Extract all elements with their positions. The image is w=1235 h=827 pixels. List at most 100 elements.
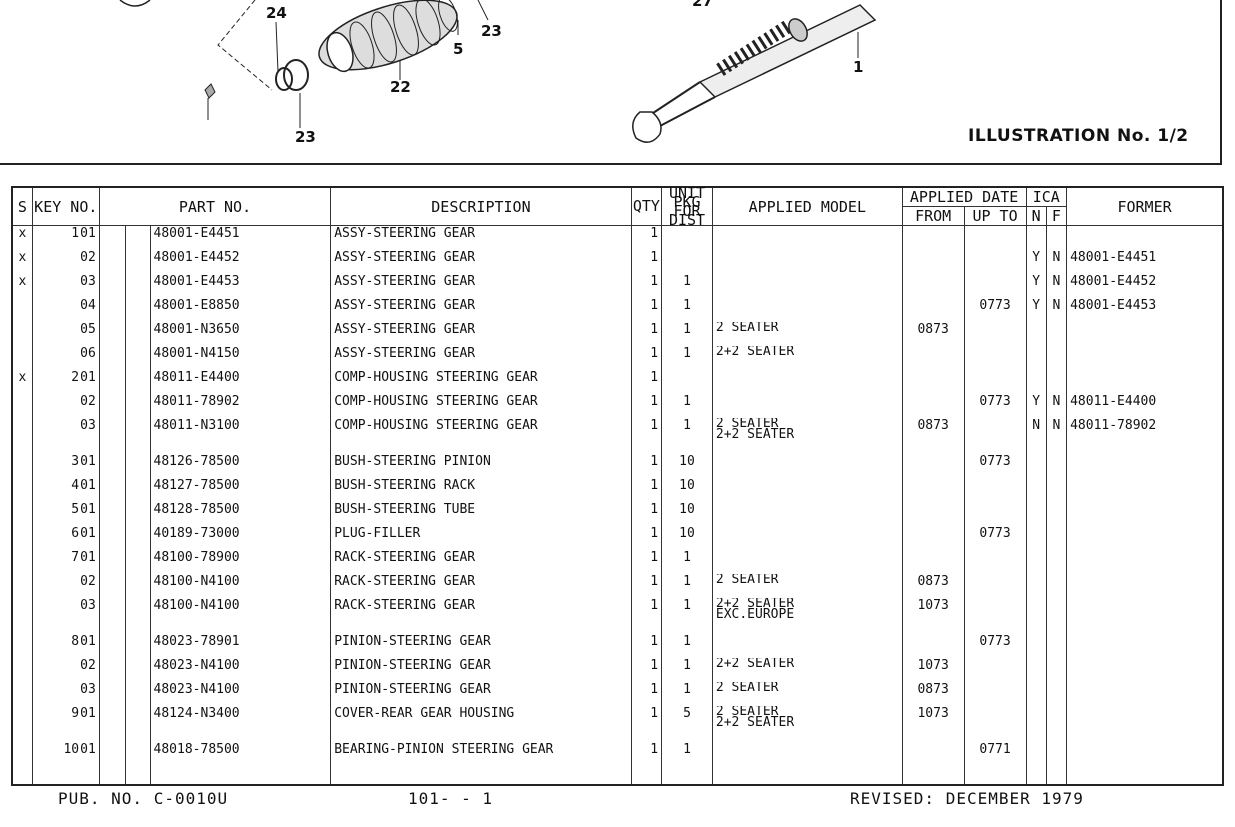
row-former <box>1066 597 1224 634</box>
row-former: 48001-E4452 <box>1066 273 1224 298</box>
header-applied-model: APPLIED MODEL <box>711 186 903 226</box>
row-qty: 1 <box>630 573 663 598</box>
row-from: 0873 <box>901 573 965 598</box>
key-number: 6 <box>71 525 80 541</box>
row-key-no: 501 <box>31 501 100 526</box>
row-indent-a <box>98 549 127 574</box>
row-applied-model <box>711 741 903 766</box>
row-s-flag <box>11 417 33 454</box>
row-from <box>901 273 965 298</box>
filler-cell <box>1045 765 1068 785</box>
row-qty: 1 <box>630 249 663 274</box>
row-indent-a <box>98 501 127 526</box>
row-ica-f: N <box>1045 249 1068 274</box>
row-applied-model <box>711 297 903 322</box>
row-s-flag <box>11 705 33 742</box>
applied-model-line: 2+2 SEATER <box>715 345 795 359</box>
row-former <box>1066 705 1224 742</box>
row-part-no: 48128-78500 <box>149 501 332 526</box>
row-s-flag <box>11 345 33 370</box>
row-former <box>1066 477 1224 502</box>
row-ica-f <box>1045 657 1068 682</box>
row-from <box>901 633 965 658</box>
table-filler-row <box>11 765 1224 785</box>
row-ica-n <box>1025 633 1047 658</box>
key-sub-number: 01 <box>80 633 96 649</box>
row-s-flag: x <box>11 225 33 250</box>
filler-cell <box>963 765 1027 785</box>
row-indent-b <box>125 549 151 574</box>
row-indent-b <box>125 273 151 298</box>
row-indent-a <box>98 345 127 370</box>
key-sub-number: 01 <box>80 705 96 721</box>
rack-drawing <box>632 4 877 143</box>
row-ica-f <box>1045 549 1068 574</box>
row-key-no: 03 <box>31 597 100 634</box>
row-s-flag <box>11 573 33 598</box>
row-description: RACK-STEERING GEAR <box>330 573 632 598</box>
row-up-to <box>963 657 1027 682</box>
row-former <box>1066 345 1224 370</box>
row-ica-f <box>1045 573 1068 598</box>
row-applied-model <box>711 501 903 526</box>
row-former <box>1066 501 1224 526</box>
row-ica-n <box>1025 741 1047 766</box>
key-sub-number: 02 <box>80 573 96 589</box>
row-ica-f <box>1045 477 1068 502</box>
row-applied-model: 2 SEATER <box>711 321 903 346</box>
row-unit-pkg: 1 <box>661 741 713 766</box>
row-ica-f <box>1045 741 1068 766</box>
row-description: RACK-STEERING GEAR <box>330 597 632 634</box>
callout-22: 22 <box>390 78 411 96</box>
row-description: ASSY-STEERING GEAR <box>330 249 632 274</box>
row-ica-n <box>1025 597 1047 634</box>
filler-cell <box>11 765 33 785</box>
filler-cell <box>330 765 632 785</box>
row-part-no: 48001-N4150 <box>149 345 332 370</box>
row-key-no: 601 <box>31 525 100 550</box>
row-indent-b <box>125 681 151 706</box>
row-unit-pkg <box>661 249 713 274</box>
callout-1: 1 <box>853 58 864 76</box>
row-indent-a <box>98 741 127 766</box>
row-key-no: 04 <box>31 297 100 322</box>
row-indent-b <box>125 393 151 418</box>
revised-date: REVISED: DECEMBER 1979 <box>850 789 1084 808</box>
row-s-flag <box>11 657 33 682</box>
row-applied-model <box>711 369 903 394</box>
row-from <box>901 741 965 766</box>
row-part-no: 48126-78500 <box>149 453 332 478</box>
row-s-flag <box>11 549 33 574</box>
row-unit-pkg <box>661 225 713 250</box>
row-indent-b <box>125 657 151 682</box>
row-s-flag <box>11 321 33 346</box>
callout-24: 24 <box>266 4 287 22</box>
key-sub-number: 01 <box>80 525 96 541</box>
row-up-to <box>963 705 1027 742</box>
header-up-to: UP TO <box>963 206 1027 226</box>
row-up-to <box>963 549 1027 574</box>
row-applied-model <box>711 453 903 478</box>
row-former <box>1066 525 1224 550</box>
row-ica-f <box>1045 525 1068 550</box>
row-ica-n <box>1025 369 1047 394</box>
row-applied-model <box>711 225 903 250</box>
applied-model-line: 2+2 SEATER <box>715 597 795 611</box>
row-indent-a <box>98 273 127 298</box>
row-applied-model <box>711 525 903 550</box>
row-unit-pkg: 1 <box>661 273 713 298</box>
row-qty: 1 <box>630 741 663 766</box>
row-s-flag <box>11 525 33 550</box>
row-qty: 1 <box>630 525 663 550</box>
row-key-no: 101 <box>31 225 100 250</box>
row-qty: 1 <box>630 225 663 250</box>
row-up-to <box>963 597 1027 634</box>
key-sub-number: 01 <box>80 741 96 757</box>
